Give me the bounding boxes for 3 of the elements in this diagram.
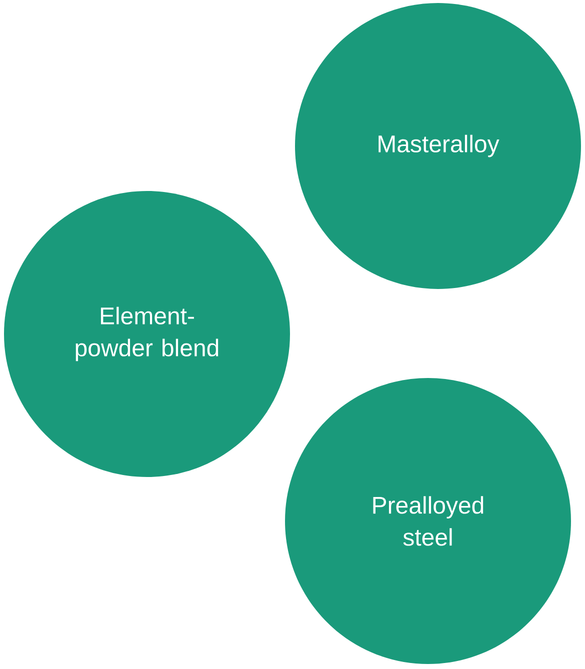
circle-node: Masteralloy [295,3,581,289]
circle-node: Element-powder blend [4,191,290,477]
circle-node: Prealloyed steel [285,378,571,664]
